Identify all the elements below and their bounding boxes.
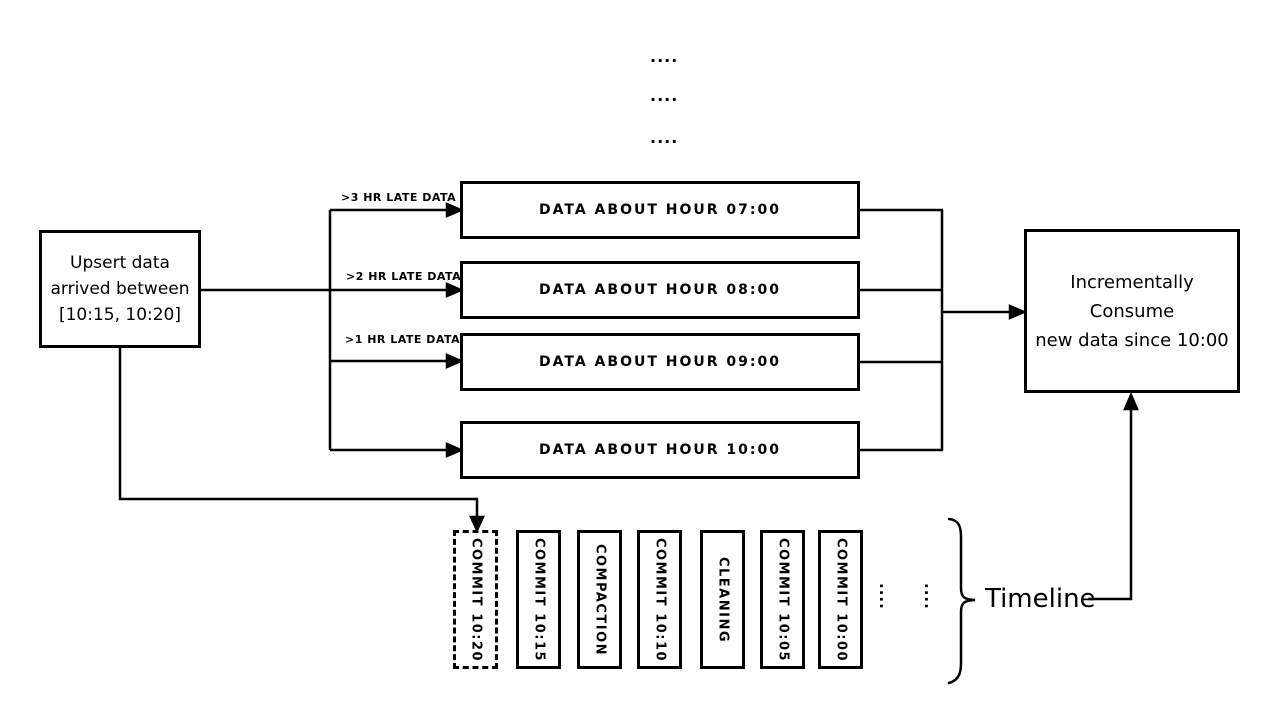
timeline-commit-1010: COMMIT 10:10 bbox=[637, 530, 682, 669]
arrowhead-hour-09 bbox=[445, 353, 465, 369]
more-hours-ellipsis: .... bbox=[650, 128, 679, 147]
late-data-label-3hr: >3 HR LATE DATA bbox=[341, 191, 457, 204]
timeline-label: Timeline bbox=[985, 584, 1096, 614]
consume-line-2: new data since 10:00 bbox=[1035, 329, 1229, 351]
timeline-brace bbox=[947, 517, 976, 685]
upsert-data-box: Upsert data arrived between [10:15, 10:2… bbox=[39, 230, 201, 348]
timeline-commit-1020-label: COMMIT 10:20 bbox=[468, 537, 483, 662]
upsert-line-1: Upsert data bbox=[70, 253, 170, 273]
consume-line-1: Incrementally Consume bbox=[1070, 271, 1194, 322]
more-hours-ellipsis: .... bbox=[650, 47, 679, 66]
hour-box-0900: DATA ABOUT HOUR 09:00 bbox=[460, 333, 860, 391]
more-hours-ellipsis: .... bbox=[650, 86, 679, 105]
arrowhead-hour-10 bbox=[445, 442, 465, 458]
arrowhead-hour-08 bbox=[445, 282, 465, 298]
late-data-label-2hr: >2 HR LATE DATA bbox=[346, 270, 462, 283]
timeline-compaction: COMPACTION bbox=[577, 530, 622, 669]
timeline-cleaning: CLEANING bbox=[700, 530, 745, 669]
timeline-ellipsis: .... bbox=[921, 583, 939, 610]
arrowhead-commit-1020 bbox=[469, 515, 485, 533]
hour-box-0800: DATA ABOUT HOUR 08:00 bbox=[460, 261, 860, 319]
timeline-cleaning-label: CLEANING bbox=[715, 556, 730, 643]
incremental-consume-text: Incrementally Consume new data since 10:… bbox=[1027, 268, 1237, 355]
timeline-commit-1005: COMMIT 10:05 bbox=[760, 530, 805, 669]
timeline-compaction-label: COMPACTION bbox=[592, 543, 607, 656]
timeline-commit-1015-label: COMMIT 10:15 bbox=[531, 537, 546, 662]
wire-upsert-to-commit bbox=[118, 348, 479, 518]
wire-timeline-to-consume bbox=[1088, 407, 1133, 601]
timeline-commit-1020: COMMIT 10:20 bbox=[453, 530, 498, 669]
timeline-commit-1005-label: COMMIT 10:05 bbox=[775, 537, 790, 662]
upsert-line-2: arrived between bbox=[50, 279, 190, 299]
hour-box-1000: DATA ABOUT HOUR 10:00 bbox=[460, 421, 860, 479]
timeline-commit-1015: COMMIT 10:15 bbox=[516, 530, 561, 669]
timeline-commit-1000: COMMIT 10:00 bbox=[818, 530, 863, 669]
upsert-line-3: [10:15, 10:20] bbox=[58, 305, 182, 325]
arrowhead-timeline-consume bbox=[1123, 391, 1139, 411]
hour-box-0700: DATA ABOUT HOUR 07:00 bbox=[460, 181, 860, 239]
timeline-ellipsis: .... bbox=[876, 583, 894, 610]
arrowhead-hour-07 bbox=[445, 202, 465, 218]
timeline-commit-1010-label: COMMIT 10:10 bbox=[652, 537, 667, 662]
timeline-commit-1000-label: COMMIT 10:00 bbox=[833, 537, 848, 662]
upsert-data-text: Upsert data arrived between [10:15, 10:2… bbox=[50, 250, 189, 328]
incremental-consume-box: Incrementally Consume new data since 10:… bbox=[1024, 229, 1240, 393]
late-data-label-1hr: >1 HR LATE DATA bbox=[345, 333, 461, 346]
arrowhead-consume bbox=[1008, 304, 1028, 320]
